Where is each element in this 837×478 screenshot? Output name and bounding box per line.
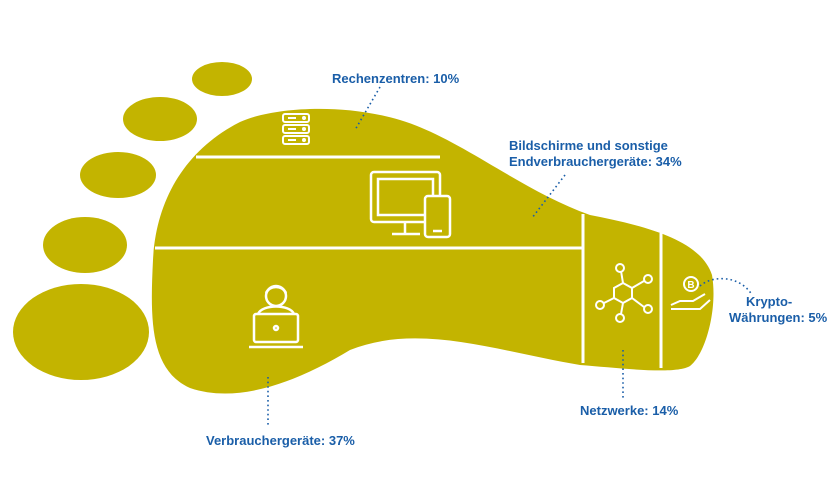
leader-krypto xyxy=(699,277,753,296)
label-krypto-line1: Krypto- xyxy=(746,294,792,309)
label-verbrauchergeraete: Verbrauchergeräte: 37% xyxy=(206,433,355,448)
toe-2 xyxy=(123,97,197,141)
label-bildschirme-line2: Endverbrauchergeräte: 34% xyxy=(509,154,682,169)
monitor-phone-icon xyxy=(369,170,452,239)
segment-dividers xyxy=(155,155,663,368)
leader-lines xyxy=(267,86,753,425)
laptop-user-icon xyxy=(249,284,303,349)
svg-text:B: B xyxy=(687,280,694,291)
toes xyxy=(13,62,252,380)
toe-big xyxy=(13,284,149,380)
server-icon xyxy=(282,113,310,145)
crypto-hand-icon: B xyxy=(670,276,711,310)
label-rechenzentren: Rechenzentren: 10% xyxy=(332,71,460,86)
toe-4 xyxy=(43,217,127,273)
leader-rechenzentren xyxy=(354,86,381,131)
label-bildschirme-line1: Bildschirme und sonstige xyxy=(509,138,668,153)
label-netzwerke: Netzwerke: 14% xyxy=(580,403,679,418)
label-krypto-line2: Währungen: 5% xyxy=(729,310,828,325)
toe-small xyxy=(192,62,252,96)
toe-3 xyxy=(80,152,156,198)
network-icon xyxy=(595,263,653,323)
